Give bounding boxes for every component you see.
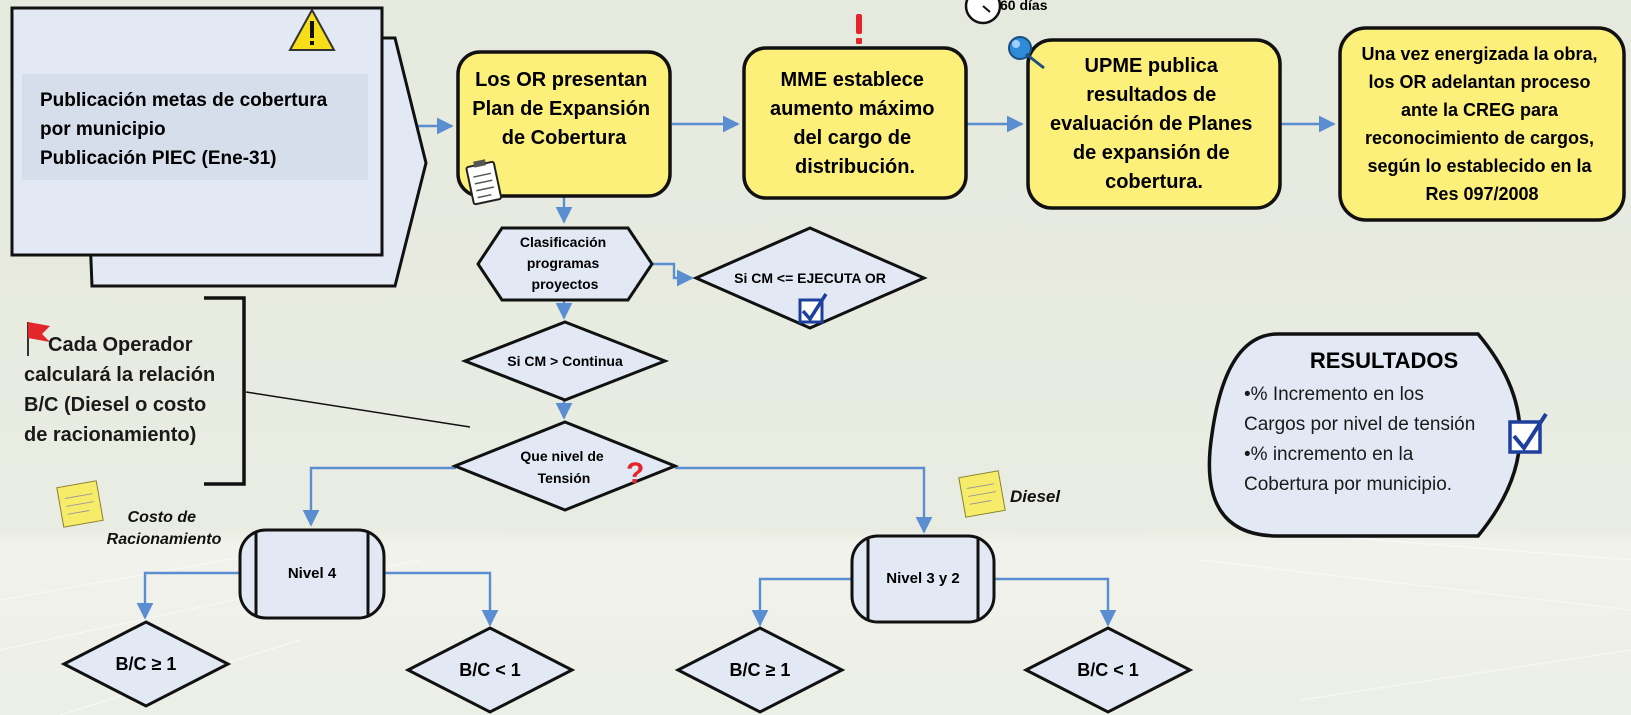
bc-lt-label-left: B/C < 1 [459,660,521,680]
svg-text:Los OR presentan Plan de: Los OR presentan Plan de Expansión de Co… [472,69,655,149]
note-leader-line [245,391,471,428]
clipboard-icon [465,159,503,206]
step-upme-line-1: UPME publica [1085,55,1219,77]
operador-line-2: calculará la relación [24,364,215,386]
ejecuta-or-label: Si CM <= EJECUTA OR [734,270,886,286]
step-or-line-2: Plan de Expansión [472,98,650,120]
arrow-tension-to-nivel4 [302,466,456,527]
step-upme-line-5: cobertura. [1105,171,1203,193]
bc-ge-diamond-right: B/C ≥ 1 [674,626,846,714]
clasificacion-line-3: proyectos [532,276,599,292]
step-mme-line-1: MME establece [781,69,924,91]
bc-ge-label-right: B/C ≥ 1 [730,660,791,680]
exclamation-icon [856,14,862,44]
continua-label: Si CM > Continua [507,353,623,369]
sticky-note-icon-left [56,480,104,528]
resultados-line-1: •% Incremento en los [1244,384,1424,405]
checkbox-checked-icon-resultados [1508,412,1548,454]
operador-line-4: de racionamiento) [24,424,196,446]
publication-line-2: por municipio [40,119,166,140]
continua-diamond: Si CM > Continua [460,320,670,402]
step-creg-line-3: ante la CREG para [1401,100,1559,120]
svg-text:Una vez energizada la obra,: Una vez energizada la obra, los OR adela… [1361,44,1602,204]
svg-text:Costo de Racionamiento: Costo de Racionamiento [107,509,222,548]
svg-text:Cada Operador calculará: Cada Operador calculará la relación B/C … [24,334,221,446]
operador-line-3: B/C (Diesel o costo [24,394,206,416]
question-icon: ? [626,457,644,490]
nivel4-label: Nivel 4 [288,565,337,582]
diesel-label: Diesel [1010,487,1061,506]
resultados-line-4: Cobertura por municipio. [1244,474,1452,495]
step-creg-line-1: Una vez energizada la obra, [1361,44,1597,64]
connector-arrows [136,115,1336,627]
resultados-title: RESULTADOS [1310,348,1458,373]
arrow-nivel32-to-bcge [751,577,852,627]
note-bracket [204,296,246,486]
step-mme-line-4: distribución. [795,156,915,178]
nivel-tension-line-1: Que nivel de [520,448,603,464]
nivel32-box: Nivel 3 y 2 [850,534,996,624]
clasificacion-hexagon: Clasificación programas proyectos [476,226,654,302]
step-mme-line-2: aumento máximo [770,98,934,120]
resultados-line-2: Cargos por nivel de tensión [1244,414,1475,435]
step-or-line-3: de Cobertura [502,127,627,149]
resultados-line-3: •% incremento en la [1244,444,1414,465]
clasificacion-line-1: Clasificación [520,234,606,250]
warning-icon [288,7,336,51]
operador-note: Cada Operador calculará la relación B/C … [24,296,471,486]
publication-text-band [22,74,368,180]
arrow-tension-to-nivel32 [675,466,933,534]
step-upme-line-4: de expansión de [1073,142,1230,164]
bc-lt-diamond-left: B/C < 1 [404,626,576,714]
bc-lt-diamond-right: B/C < 1 [1022,626,1194,714]
step-mme-line-3: del cargo de [793,127,911,149]
timer-icon [964,0,1002,25]
svg-text:MME establece aumento má: MME establece aumento máximo del cargo d… [770,69,940,178]
nivel-tension-diamond: Que nivel de Tensión ? [450,420,680,512]
pushpin-icon [1008,36,1045,70]
svg-text:UPME publica resultados: UPME publica resultados de evaluación de… [1050,55,1258,193]
arrow-nivel32-to-bclt [994,577,1117,627]
svg-text:Clasificación programas: Clasificación programas proyectos [520,234,610,292]
bc-ge-label-left: B/C ≥ 1 [116,654,177,674]
clasificacion-line-2: programas [527,255,600,271]
nivel-tension-line-2: Tensión [538,470,591,486]
step-upme-line-3: evaluación de Planes [1050,113,1252,135]
svg-text:Que nivel de Tensión: Que nivel de Tensión [520,448,607,486]
publication-line-1: Publicación metas de cobertura [40,90,328,111]
nivel32-label: Nivel 3 y 2 [886,570,959,587]
bc-ge-diamond-left: B/C ≥ 1 [60,620,232,708]
step-creg: Una vez energizada la obra, los OR adela… [1338,26,1626,222]
flag-icon [27,322,50,356]
checkbox-checked-icon [798,293,828,324]
step-creg-line-5: según lo establecido en la [1367,156,1592,176]
step-creg-line-4: reconocimiento de cargos, [1365,128,1594,148]
svg-text:•% Incremento en los Car: •% Incremento en los Cargos por nivel de… [1244,384,1481,495]
nivel4-box: Nivel 4 [238,528,386,620]
step-upme: UPME publica resultados de evaluación de… [964,0,1282,210]
publication-line-3: Publicación PIEC (Ene-31) [40,148,277,169]
resultados-box: RESULTADOS •% Incremento en los Cargos p… [1207,332,1548,538]
step-creg-line-2: los OR adelantan proceso [1368,72,1590,92]
publication-box: Publicación metas de cobertura por munic… [10,6,428,288]
step-creg-line-6: Res 097/2008 [1425,184,1538,204]
step-upme-line-2: resultados de [1086,84,1216,106]
arrow-nivel4-to-bclt [384,571,499,627]
step-or-plan: Los OR presentan Plan de Expansión de Co… [456,50,672,206]
step-or-line-1: Los OR presentan [475,69,647,91]
arrow-nivel4-to-bcge [136,571,240,620]
arrow-clasificacion-to-ejecuta [650,262,694,287]
costo-label-line-1: Costo de [128,509,197,526]
timer-label: 60 días [1000,0,1048,13]
costo-label-line-2: Racionamiento [107,531,222,548]
operador-line-1: Cada Operador [48,334,193,356]
step-mme: MME establece aumento máximo del cargo d… [742,14,968,200]
sticky-note-icon-right [958,470,1006,518]
ejecuta-or-diamond: Si CM <= EJECUTA OR [692,226,928,330]
bc-lt-label-right: B/C < 1 [1077,660,1139,680]
